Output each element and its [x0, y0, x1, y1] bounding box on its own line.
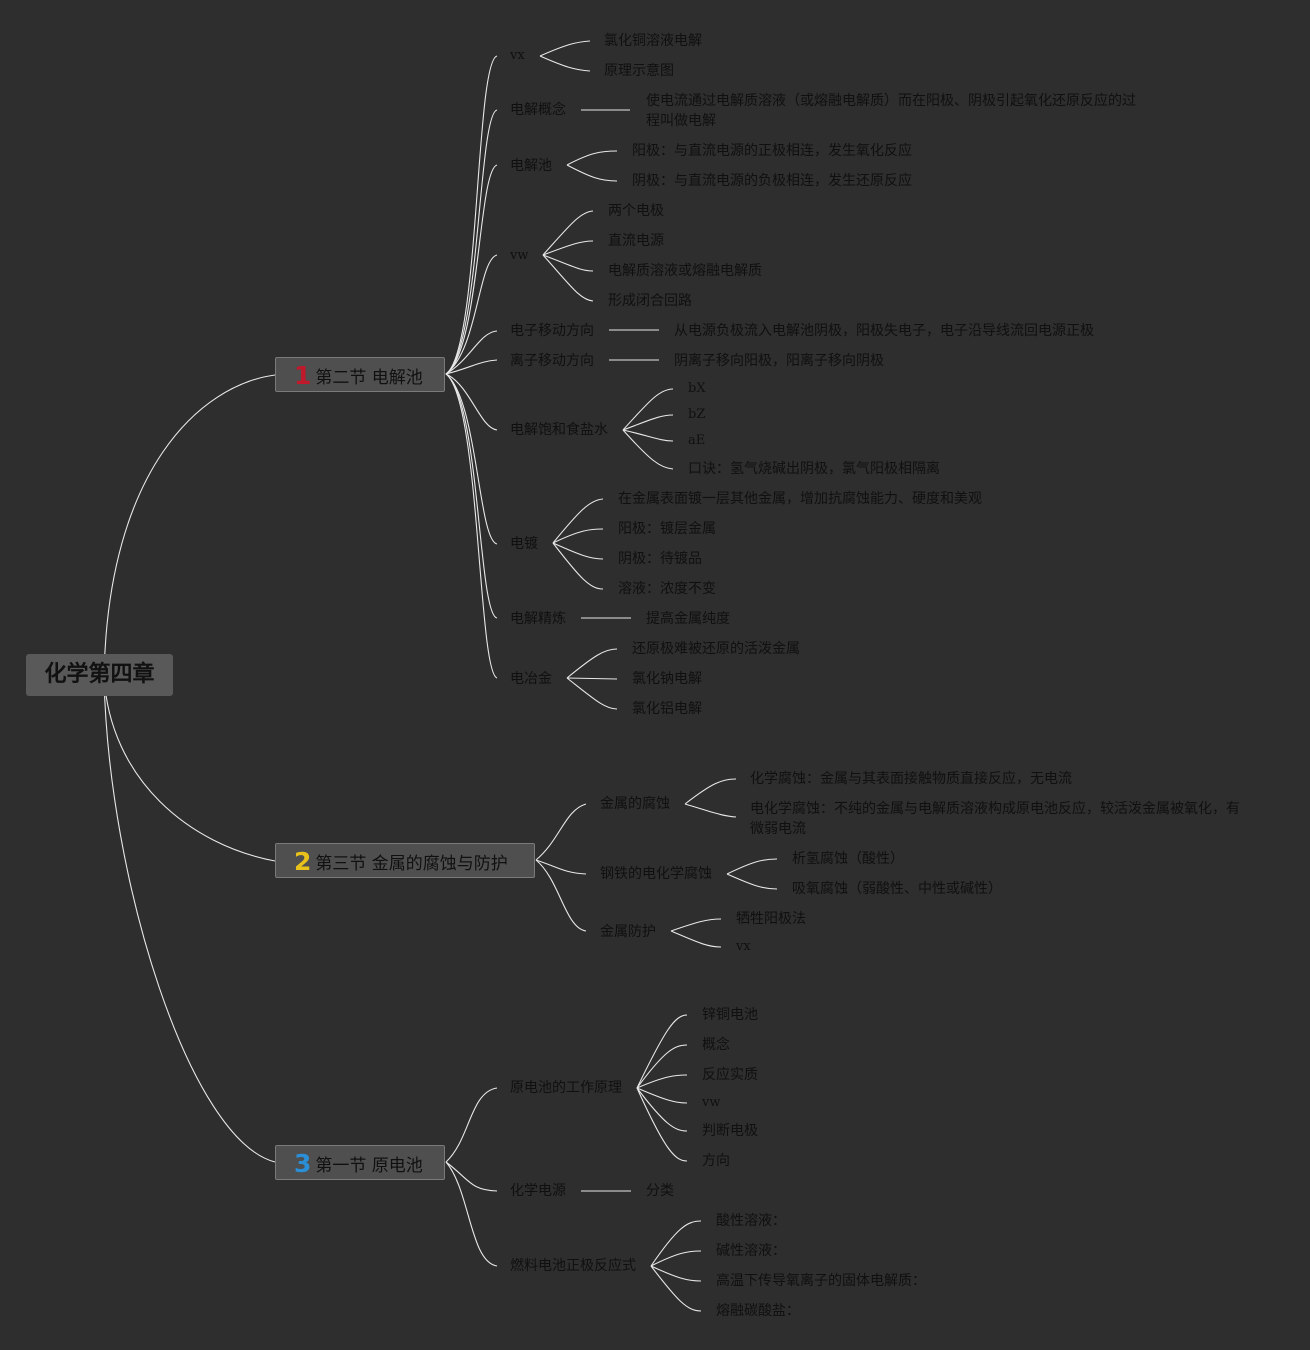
node-sacrificial-anode[interactable]: 牺牲阳极法	[736, 911, 806, 927]
node-metallurgy-child-1[interactable]: 还原极难被还原的活泼金属	[632, 641, 800, 657]
node-fuel-child-1[interactable]: 酸性溶液：	[716, 1213, 786, 1229]
root-topic[interactable]: 化学第四章	[26, 654, 173, 696]
node-electrometallurgy[interactable]: 电冶金	[510, 671, 552, 687]
node-vx[interactable]: vx	[510, 48, 525, 63]
node-vx-child-2[interactable]: 原理示意图	[604, 63, 674, 79]
node-brine-electrolysis[interactable]: 电解饱和食盐水	[510, 422, 608, 438]
node-protection-vx[interactable]: vx	[736, 939, 751, 954]
node-vw[interactable]: vw	[510, 248, 529, 263]
node-metallurgy-child-2[interactable]: 氯化钠电解	[632, 671, 702, 687]
number-1-icon: 1	[294, 361, 312, 390]
node-steel-corrosion[interactable]: 钢铁的电化学腐蚀	[600, 866, 712, 882]
node-plating-child-2[interactable]: 阳极：镀层金属	[618, 521, 716, 537]
node-electroplating[interactable]: 电镀	[510, 536, 538, 552]
node-fuel-child-2[interactable]: 碱性溶液：	[716, 1243, 786, 1259]
node-electron-direction[interactable]: 电子移动方向	[510, 323, 594, 339]
node-hydrogen-evolution[interactable]: 析氢腐蚀（酸性）	[792, 851, 904, 867]
node-fuel-cell[interactable]: 燃料电池正极反应式	[510, 1258, 636, 1274]
node-electrolytic-cell[interactable]: 电解池	[510, 158, 552, 174]
number-3-icon: 3	[294, 1149, 312, 1178]
node-principle-child-2[interactable]: 概念	[702, 1037, 730, 1053]
node-oxygen-absorption[interactable]: 吸氧腐蚀（弱酸性、中性或碱性）	[792, 881, 1002, 897]
node-electrorefining-desc[interactable]: 提高金属纯度	[646, 611, 730, 627]
node-metal-protection[interactable]: 金属防护	[600, 924, 656, 940]
node-metallurgy-child-3[interactable]: 氯化铝电解	[632, 701, 702, 717]
node-cell-principle[interactable]: 原电池的工作原理	[510, 1080, 622, 1096]
node-brine-child-3[interactable]: aE	[688, 433, 706, 448]
node-chemical-corrosion[interactable]: 化学腐蚀：金属与其表面接触物质直接反应，无电流	[750, 771, 1072, 787]
node-cathode-desc[interactable]: 阴极：与直流电源的负极相连，发生还原反应	[632, 173, 912, 189]
node-vw-child-2[interactable]: 直流电源	[608, 233, 664, 249]
node-fuel-child-4[interactable]: 熔融碳酸盐：	[716, 1303, 800, 1319]
node-chemical-power-source[interactable]: 化学电源	[510, 1183, 566, 1199]
branch-3-label: 第一节 原电池	[315, 1156, 423, 1176]
branch-2-label: 第三节 金属的腐蚀与防护	[315, 854, 508, 874]
node-anode-desc[interactable]: 阳极：与直流电源的正极相连，发生氧化反应	[632, 143, 912, 159]
node-ion-direction-desc[interactable]: 阴离子移向阳极，阳离子移向阴极	[674, 353, 884, 369]
node-principle-child-1[interactable]: 锌铜电池	[702, 1007, 758, 1023]
node-metal-corrosion[interactable]: 金属的腐蚀	[600, 796, 670, 812]
node-principle-child-3[interactable]: 反应实质	[702, 1067, 758, 1083]
node-electrolysis-concept-definition[interactable]: 使电流通过电解质溶液（或熔融电解质）而在阳极、阴极引起氧化还原反应的过程叫做电解	[646, 93, 1136, 129]
node-brine-child-2[interactable]: bZ	[688, 407, 706, 422]
node-principle-child-4[interactable]: vw	[702, 1095, 721, 1110]
node-electrochemical-corrosion[interactable]: 电化学腐蚀：不纯的金属与电解质溶液构成原电池反应，较活泼金属被氧化，有微弱电流	[750, 801, 1240, 837]
node-brine-child-1[interactable]: bX	[688, 381, 706, 396]
node-vw-child-3[interactable]: 电解质溶液或熔融电解质	[608, 263, 762, 279]
node-electrolysis-concept[interactable]: 电解概念	[510, 102, 566, 118]
node-electron-direction-desc[interactable]: 从电源负极流入电解池阴极，阳极失电子，电子沿导线流回电源正极	[674, 323, 1094, 339]
node-plating-child-1[interactable]: 在金属表面镀一层其他金属，增加抗腐蚀能力、硬度和美观	[618, 491, 982, 507]
node-vw-child-1[interactable]: 两个电极	[608, 203, 664, 219]
node-power-source-classification[interactable]: 分类	[646, 1183, 674, 1199]
node-plating-child-4[interactable]: 溶液：浓度不变	[618, 581, 716, 597]
node-vw-child-4[interactable]: 形成闭合回路	[608, 293, 692, 309]
node-vx-child-1[interactable]: 氯化铜溶液电解	[604, 33, 702, 49]
node-fuel-child-3[interactable]: 高温下传导氧离子的固体电解质：	[716, 1273, 926, 1289]
node-brine-mnemonic[interactable]: 口诀：氢气烧碱出阴极，氯气阳极相隔离	[688, 461, 940, 477]
node-electrorefining[interactable]: 电解精炼	[510, 611, 566, 627]
node-principle-child-6[interactable]: 方向	[702, 1153, 730, 1169]
node-principle-child-5[interactable]: 判断电极	[702, 1123, 758, 1139]
branch-1-label: 第二节 电解池	[315, 368, 423, 388]
number-2-icon: 2	[294, 847, 312, 876]
node-ion-direction[interactable]: 离子移动方向	[510, 353, 594, 369]
node-plating-child-3[interactable]: 阴极：待镀品	[618, 551, 702, 567]
